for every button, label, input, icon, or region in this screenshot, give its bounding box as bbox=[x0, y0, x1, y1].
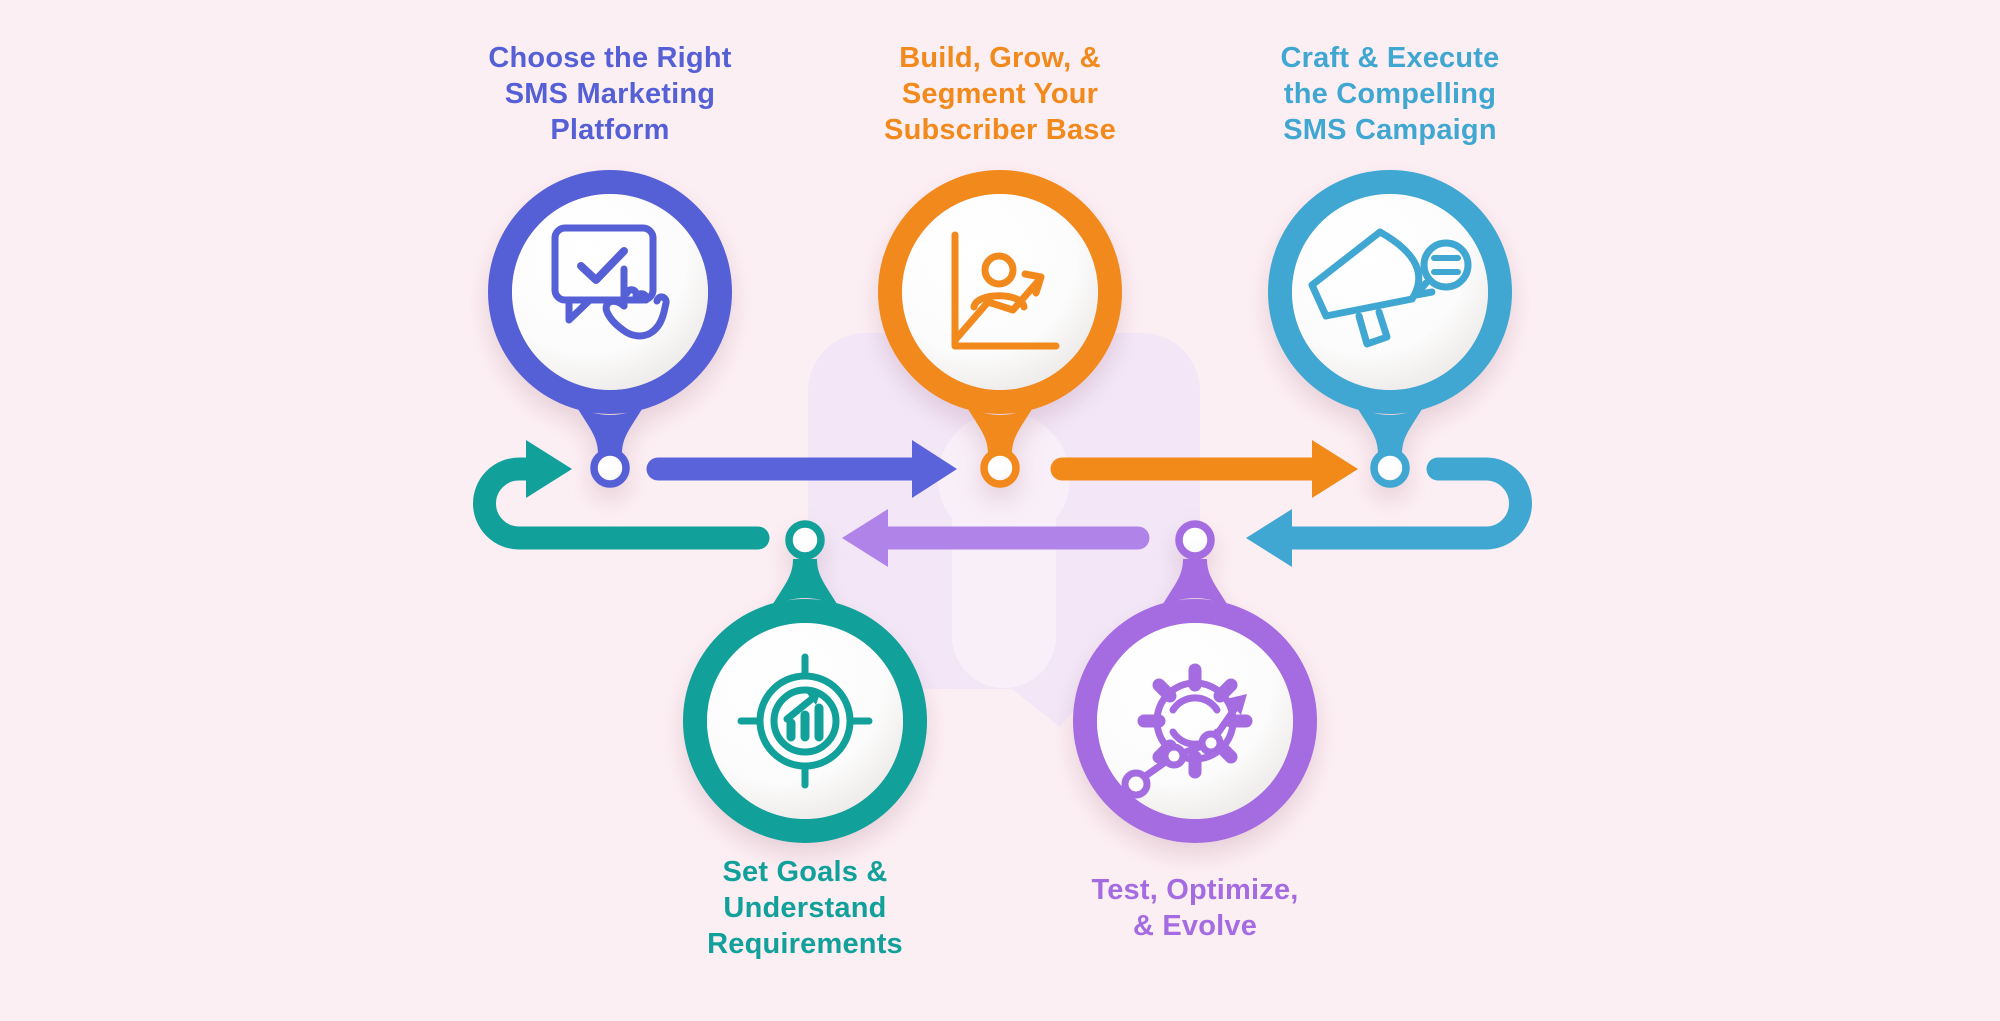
megaphone-announcement-icon bbox=[1308, 228, 1472, 348]
step-node-set-goals bbox=[680, 513, 930, 845]
node-ring bbox=[1268, 170, 1512, 414]
step-title-choose-platform: Choose the Right SMS Marketing Platform bbox=[488, 42, 732, 146]
step-title-build-subscribers: Build, Grow, & Segment Your Subscriber B… bbox=[884, 42, 1116, 146]
target-goals-icon bbox=[737, 653, 873, 789]
node-inner-circle bbox=[1097, 623, 1293, 819]
node-inner-circle bbox=[1292, 194, 1488, 390]
node-ring bbox=[878, 170, 1122, 414]
node-inner-circle bbox=[512, 194, 708, 390]
arrow-build-to-craft bbox=[1050, 440, 1358, 498]
step-title-craft-campaign: Craft & Execute the Compelling SMS Campa… bbox=[1280, 42, 1500, 146]
node-stem bbox=[575, 404, 645, 454]
node-knot bbox=[1175, 520, 1215, 560]
step-node-test-optimize bbox=[1070, 513, 1320, 845]
step-node-choose-platform bbox=[485, 168, 735, 500]
arrow-test-to-goals bbox=[842, 509, 1150, 567]
node-knot bbox=[785, 520, 825, 560]
node-stem bbox=[1160, 559, 1230, 609]
node-stem bbox=[770, 559, 840, 609]
node-knot bbox=[1370, 448, 1410, 488]
subscriber-growth-chart-icon bbox=[951, 231, 1060, 350]
gear-optimization-icon bbox=[1121, 663, 1253, 799]
node-knot bbox=[980, 448, 1020, 488]
arrow-craft-to-test bbox=[1246, 457, 1532, 567]
node-stem bbox=[965, 404, 1035, 454]
message-check-tap-icon bbox=[551, 224, 670, 340]
step-node-build-subscribers bbox=[875, 168, 1125, 500]
node-knot bbox=[590, 448, 630, 488]
step-title-test-optimize: Test, Optimize, & Evolve bbox=[1091, 874, 1299, 942]
node-inner-circle bbox=[902, 194, 1098, 390]
node-stem bbox=[1355, 404, 1425, 454]
arrow-goals-to-choose bbox=[473, 440, 770, 550]
node-ring bbox=[1073, 599, 1317, 843]
node-ring bbox=[683, 599, 927, 843]
step-node-craft-campaign bbox=[1265, 168, 1515, 500]
node-ring bbox=[488, 170, 732, 414]
step-title-set-goals: Set Goals & Understand Requirements bbox=[707, 856, 903, 960]
watermark-bubble-tail bbox=[1008, 686, 1094, 727]
arrow-choose-to-build bbox=[646, 440, 957, 498]
